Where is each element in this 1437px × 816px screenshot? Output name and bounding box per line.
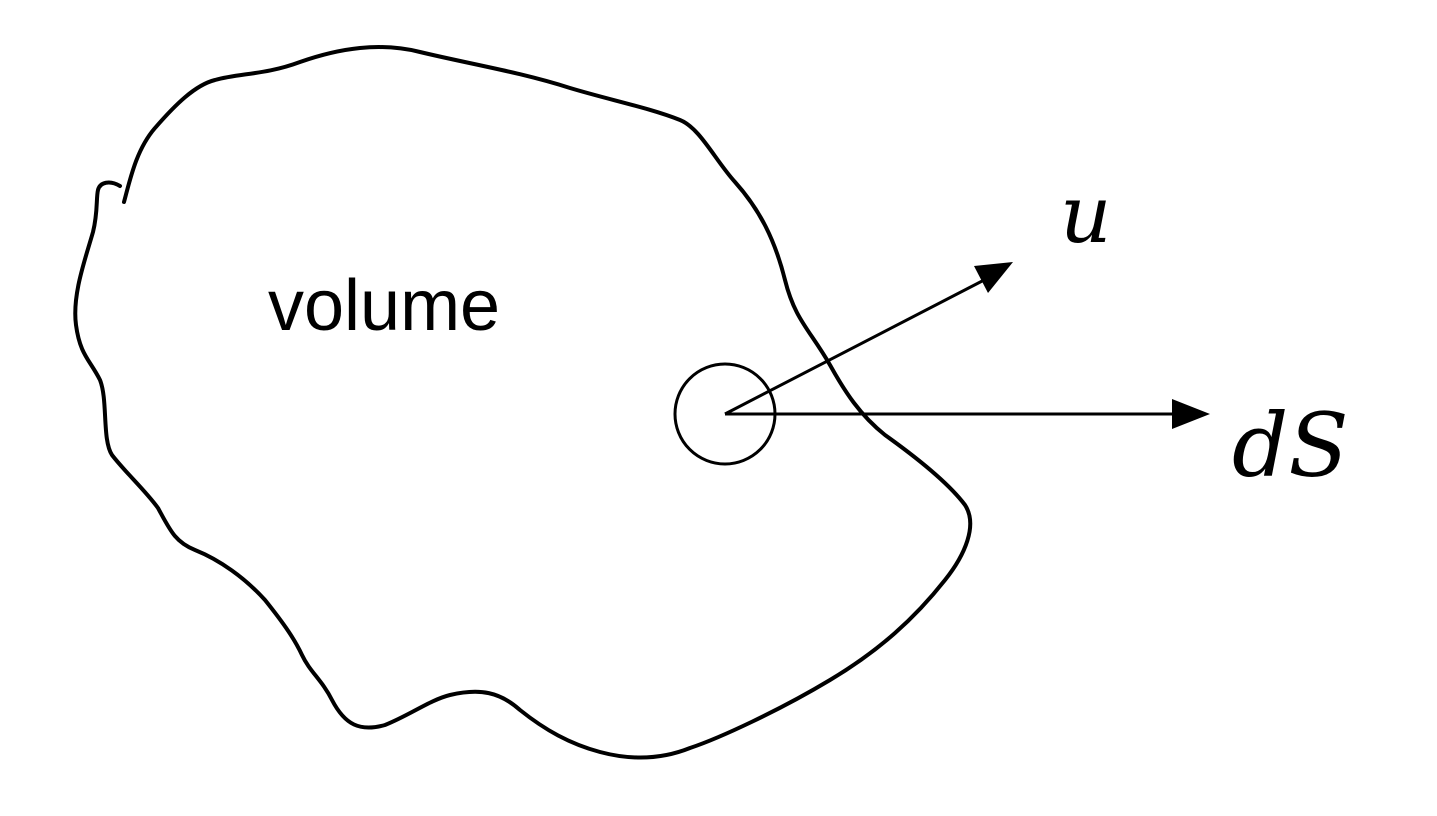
volume-label: volume bbox=[268, 266, 500, 346]
velocity-label: u bbox=[1060, 168, 1112, 261]
ds-arrowhead bbox=[1172, 399, 1210, 429]
surface-element-label: dS bbox=[1232, 394, 1349, 497]
u-arrowhead bbox=[974, 262, 1013, 293]
u-arrow-shaft bbox=[724, 276, 989, 416]
volume-boundary bbox=[73, 45, 973, 760]
